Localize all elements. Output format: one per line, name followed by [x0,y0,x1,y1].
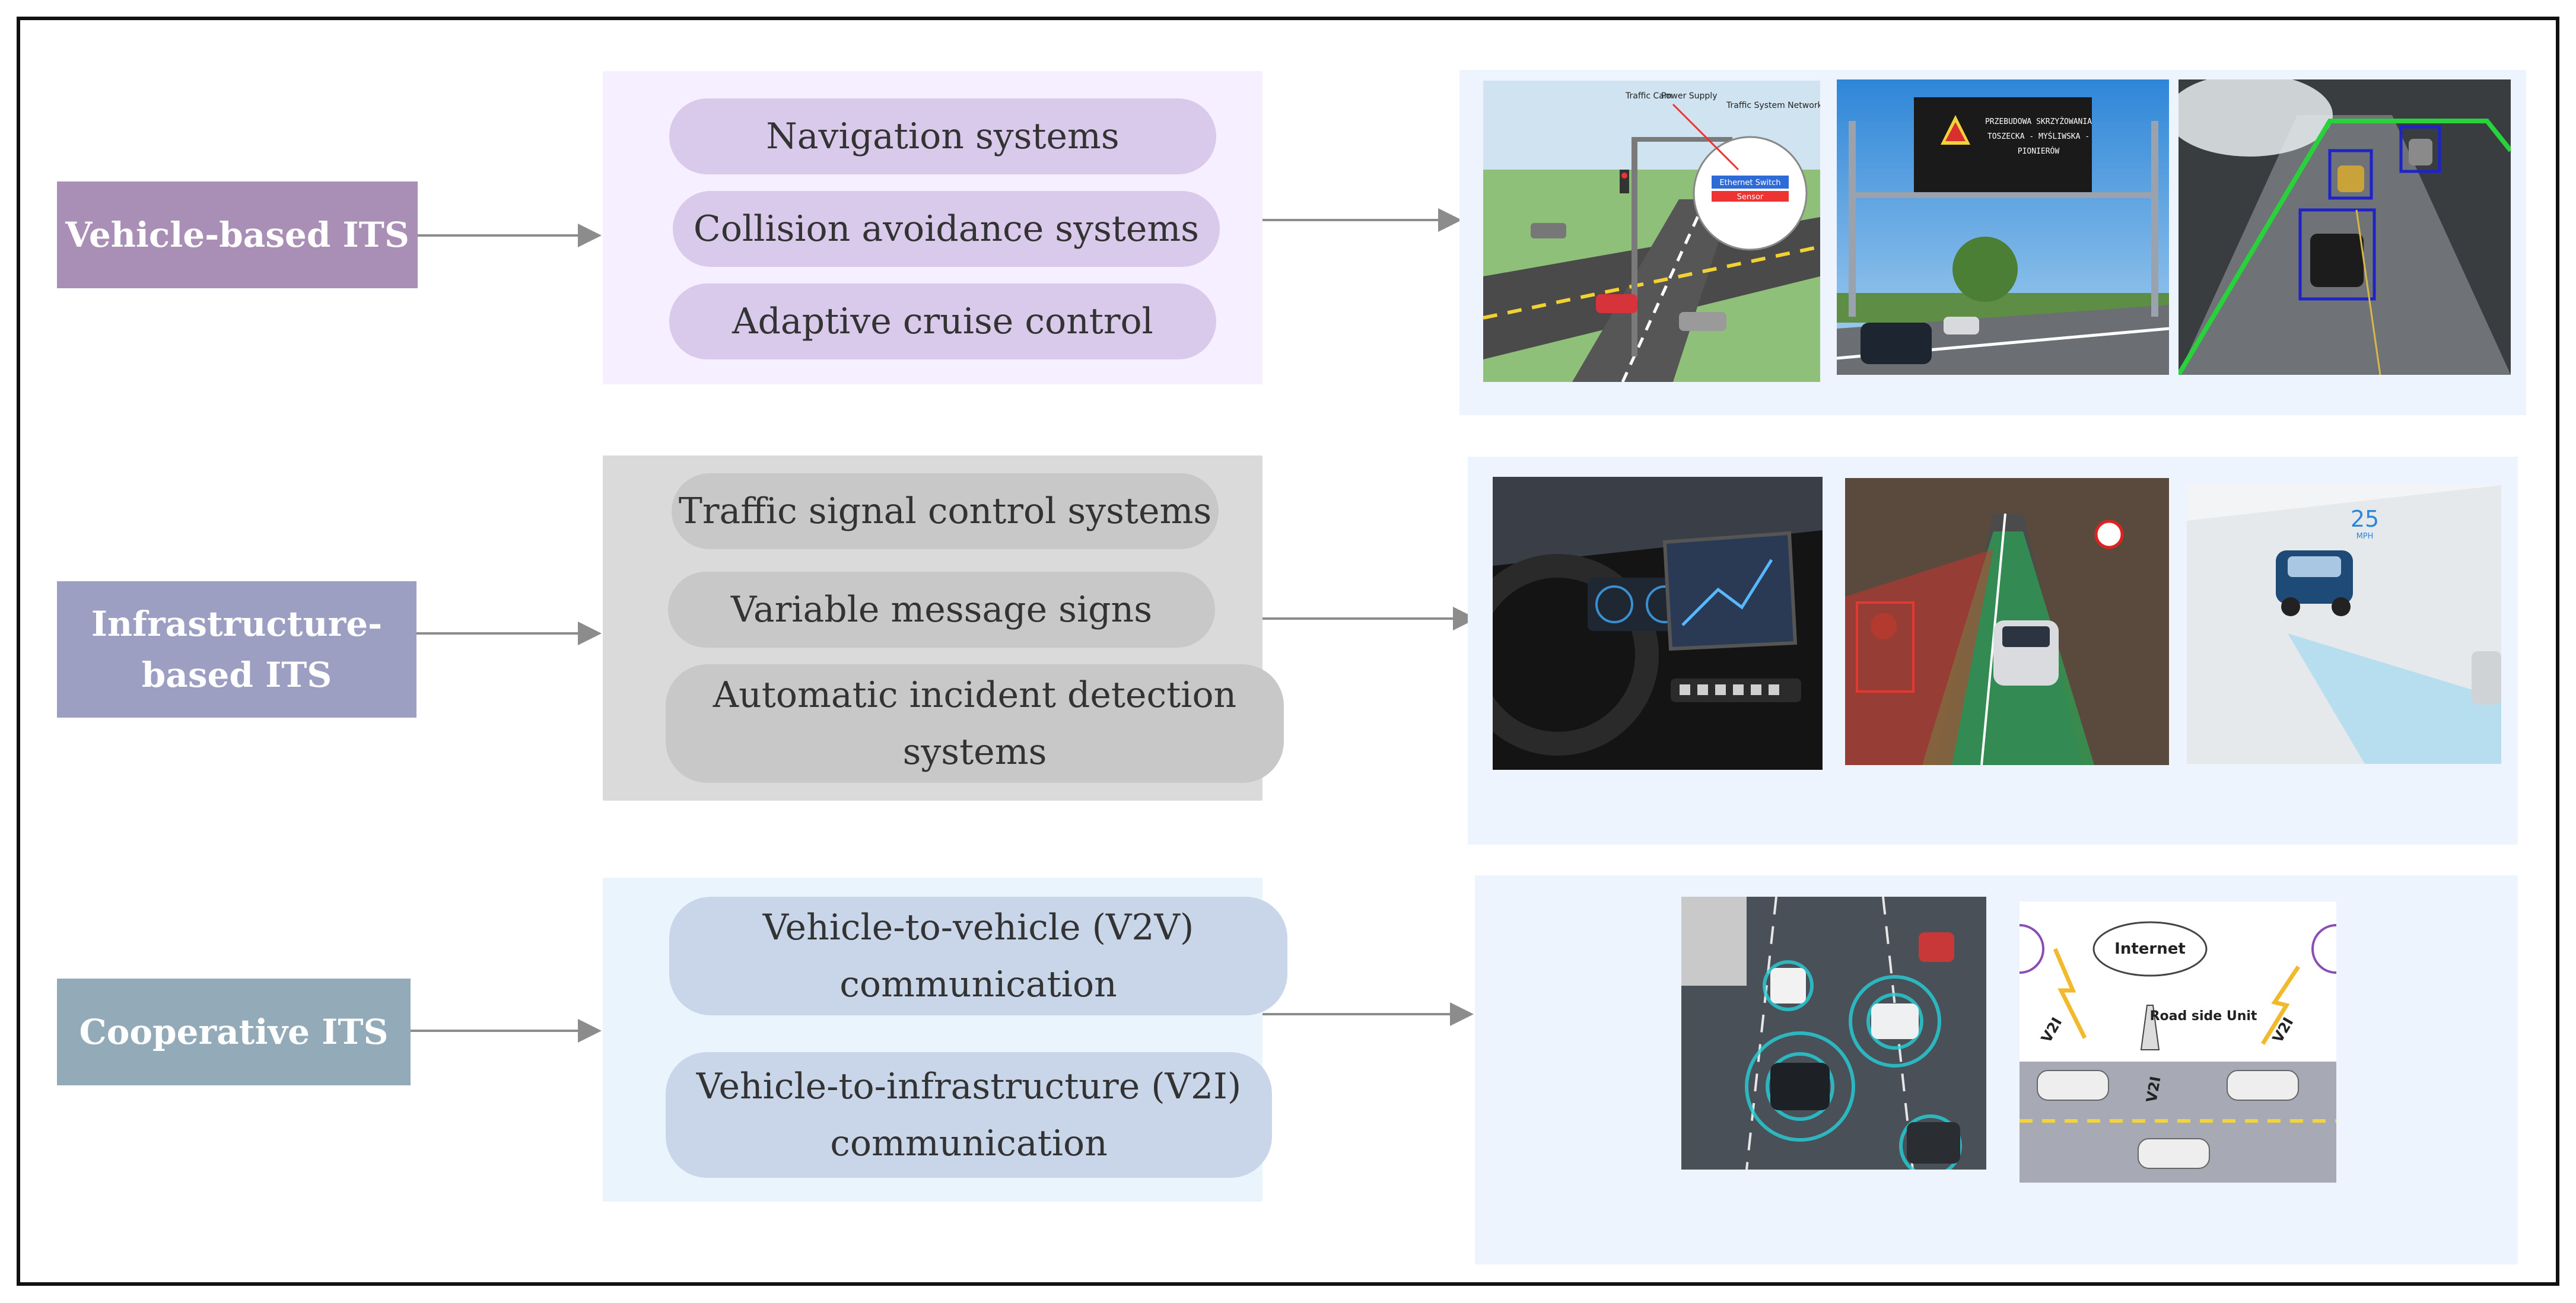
v2i-internet-label: Internet [2114,940,2186,958]
group-cooperative-its: Vehicle-to-vehicle (V2V) communication V… [603,878,1287,1202]
category-vehicle-based-its: Vehicle-based ITS [57,181,418,288]
v2i-rsu-label: Road side Unit [2150,1009,2257,1024]
sign-line-3: PIONIERÓW [2018,146,2060,156]
item-navigation-systems: Navigation systems [669,98,1216,174]
speed-unit: MPH [2356,532,2374,541]
item-v2i-communication: Vehicle-to-infrastructure (V2I) communic… [666,1052,1272,1178]
label-ethernet-switch: Ethernet Switch [1719,179,1780,187]
sign-line-1: PRZEBUDOWA SKRZYŻOWANIA [1985,117,2092,126]
label-traffic-cam: Traffic Cam [1625,91,1672,101]
image-adaptive-cruise-render: 25 MPH [2187,485,2501,764]
image-traffic-system-illustration: Ethernet Switch Sensor Traffic Cam Power… [1483,81,1820,382]
item-adaptive-cruise-control: Adaptive cruise control [669,283,1216,359]
sign-line-2: TOSZECKA - MYŚLIWSKA - [1987,132,2090,141]
group-infrastructure-based-its: Traffic signal control systems Variable … [603,455,1284,801]
item-variable-message-signs: Variable message signs [668,572,1215,648]
category-infrastructure-based-its: Infrastructure-based ITS [57,581,416,718]
image-panel-vehicle-based: Ethernet Switch Sensor Traffic Cam Power… [1459,70,2526,415]
image-panel-cooperative: Internet Road side Unit V2I V2I V2I [1475,875,2518,1264]
image-car-navigation-display [1493,477,1823,770]
image-v2i-diagram: Internet Road side Unit V2I V2I V2I [2020,901,2336,1183]
group-vehicle-based-its: Navigation systems Collision avoidance s… [603,71,1262,384]
label-sensor: Sensor [1737,193,1764,202]
label-traffic-system-network: Traffic System Network [1726,101,1820,110]
category-cooperative-its: Cooperative ITS [57,979,411,1085]
item-collision-avoidance-systems: Collision avoidance systems [673,191,1220,267]
image-panel-infrastructure-based: 25 MPH [1468,457,2518,845]
image-tunnel-incident-detection [2179,79,2511,375]
item-v2v-communication: Vehicle-to-vehicle (V2V) communication [669,897,1287,1015]
item-automatic-incident-detection-systems: Automatic incident detection systems [666,664,1284,783]
image-v2v-connected-cars [1681,897,1986,1170]
speed-value: 25 [2351,506,2379,532]
image-collision-avoidance-render [1845,478,2169,765]
image-variable-message-sign: PRZEBUDOWA SKRZYŻOWANIA TOSZECKA - MYŚLI… [1837,79,2169,375]
label-power-supply: Power Supply [1661,91,1718,101]
item-traffic-signal-control-systems: Traffic signal control systems [672,473,1219,549]
